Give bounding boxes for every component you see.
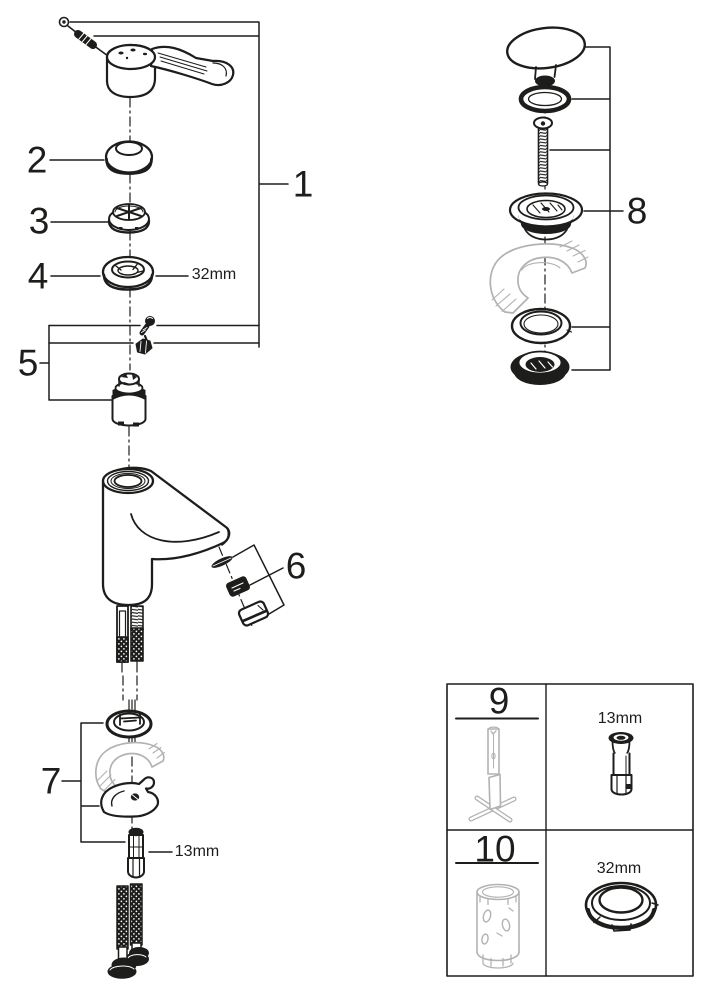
aerator-seal-icon bbox=[211, 556, 233, 568]
callout-bracket-5 bbox=[39, 324, 112, 401]
mounting-ring-32mm-tool-icon bbox=[584, 881, 659, 932]
aerator-housing-icon bbox=[237, 600, 270, 627]
callout-label-4: 4 bbox=[27, 255, 49, 297]
retainer-nut-icon bbox=[135, 334, 153, 355]
basin-cutaway-icon bbox=[489, 240, 589, 314]
mounting-bracket-icon bbox=[100, 776, 160, 818]
hose-stubs-icon bbox=[116, 605, 144, 673]
callout-label-6: 6 bbox=[285, 545, 307, 587]
part7-axis-lines bbox=[128, 699, 136, 745]
grub-screw-icon bbox=[139, 316, 155, 336]
drain-oring-icon bbox=[518, 84, 572, 114]
lever-handle-icon bbox=[105, 43, 235, 99]
callout-label-10: 10 bbox=[474, 828, 516, 870]
drain-flange-icon bbox=[508, 192, 584, 241]
cartridge-cap-icon bbox=[107, 203, 151, 234]
callout-label-8: 8 bbox=[626, 190, 648, 232]
drain-locknut-icon bbox=[510, 350, 570, 385]
callout-bracket-8 bbox=[549, 46, 624, 371]
aerator-insert-icon bbox=[226, 576, 250, 597]
cartridge-icon bbox=[111, 372, 147, 427]
handle-screw-icon bbox=[58, 16, 109, 57]
hex-key-tool-icon bbox=[468, 726, 517, 823]
callout-label-9: 9 bbox=[488, 680, 510, 722]
callout-label-5: 5 bbox=[17, 342, 39, 384]
sink-cutaway-icon bbox=[95, 741, 166, 793]
flex-hoses-icon bbox=[107, 883, 149, 979]
cartridge-socket-tool-icon bbox=[476, 883, 520, 969]
tool-size-label-32mm: 32mm bbox=[596, 860, 642, 877]
callout-bracket-7 bbox=[61, 722, 126, 843]
drain-screw-icon bbox=[533, 116, 553, 187]
callout-bracket-6 bbox=[232, 544, 285, 615]
size-label-13mm: 13mm bbox=[174, 843, 220, 860]
drain-plug-icon bbox=[506, 26, 586, 87]
base-seal-washer-icon bbox=[105, 709, 153, 739]
size-label-32mm: 32mm bbox=[191, 266, 237, 283]
callout-label-3: 3 bbox=[28, 200, 50, 242]
callout-label-2: 2 bbox=[26, 139, 48, 181]
drain-washer-icon bbox=[510, 307, 573, 345]
escutcheon-cap-icon bbox=[104, 140, 154, 175]
faucet-body-icon bbox=[101, 466, 231, 607]
tool-size-label-13mm: 13mm bbox=[597, 710, 643, 727]
mounting-nut-32mm-icon bbox=[101, 255, 155, 291]
threaded-stud-icon bbox=[127, 827, 145, 879]
callout-bracket-1 bbox=[48, 21, 289, 348]
callout-label-1: 1 bbox=[292, 163, 314, 205]
socket-13mm-tool-icon bbox=[608, 732, 634, 796]
callout-label-7: 7 bbox=[40, 760, 62, 802]
